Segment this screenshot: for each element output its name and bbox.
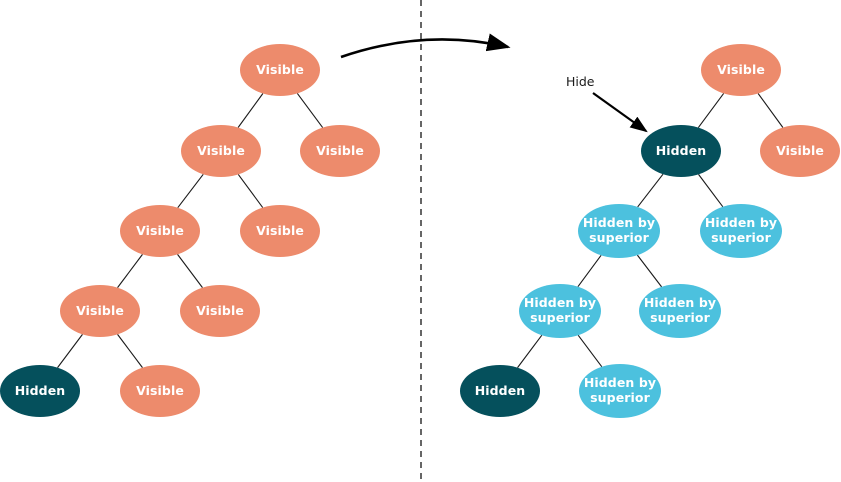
tree-node-visible[interactable]: Visible [120,365,200,417]
tree-edge [698,174,724,208]
tree-node-hidden[interactable]: Hidden [460,365,540,417]
tree-edge [237,174,264,208]
tree-node-hidden-by-superior[interactable]: Hidden by superior [519,284,601,338]
tree-edge [636,254,663,288]
tree-node-visible[interactable]: Visible [240,44,320,96]
tree-edge [637,173,664,208]
hide-annotation-label: Hide [566,74,595,89]
tree-edge [577,334,603,368]
tree-edge [117,334,143,368]
tree-edge [237,93,264,128]
tree-node-hidden-by-superior[interactable]: Hidden by superior [578,204,660,258]
tree-edge [757,93,784,128]
tree-node-hidden-by-superior[interactable]: Hidden by superior [579,364,661,418]
tree-node-hidden-by-superior[interactable]: Hidden by superior [639,284,721,338]
tree-node-hidden-by-superior[interactable]: Hidden by superior [700,204,782,258]
tree-edge [296,93,324,128]
tree-node-visible[interactable]: Visible [120,205,200,257]
tree-node-visible[interactable]: Visible [60,285,140,337]
tree-node-visible[interactable]: Visible [180,285,260,337]
tree-edge [57,334,83,368]
tree-edge [697,93,725,128]
tree-node-visible[interactable]: Visible [240,205,320,257]
tree-node-visible[interactable]: Visible [701,44,781,96]
tree-node-visible[interactable]: Visible [300,125,380,177]
tree-edge [117,254,143,288]
tree-node-visible[interactable]: Visible [760,125,840,177]
hide-annotation-arrow [592,92,648,133]
transition-curved-arrow [340,33,511,59]
tree-edge [517,334,543,368]
tree-node-hidden[interactable]: Hidden [0,365,80,417]
tree-node-visible[interactable]: Visible [181,125,261,177]
tree-edge [577,254,602,288]
tree-node-hidden[interactable]: Hidden [641,125,721,177]
tree-edge [177,173,204,209]
tree-edge [177,254,203,288]
